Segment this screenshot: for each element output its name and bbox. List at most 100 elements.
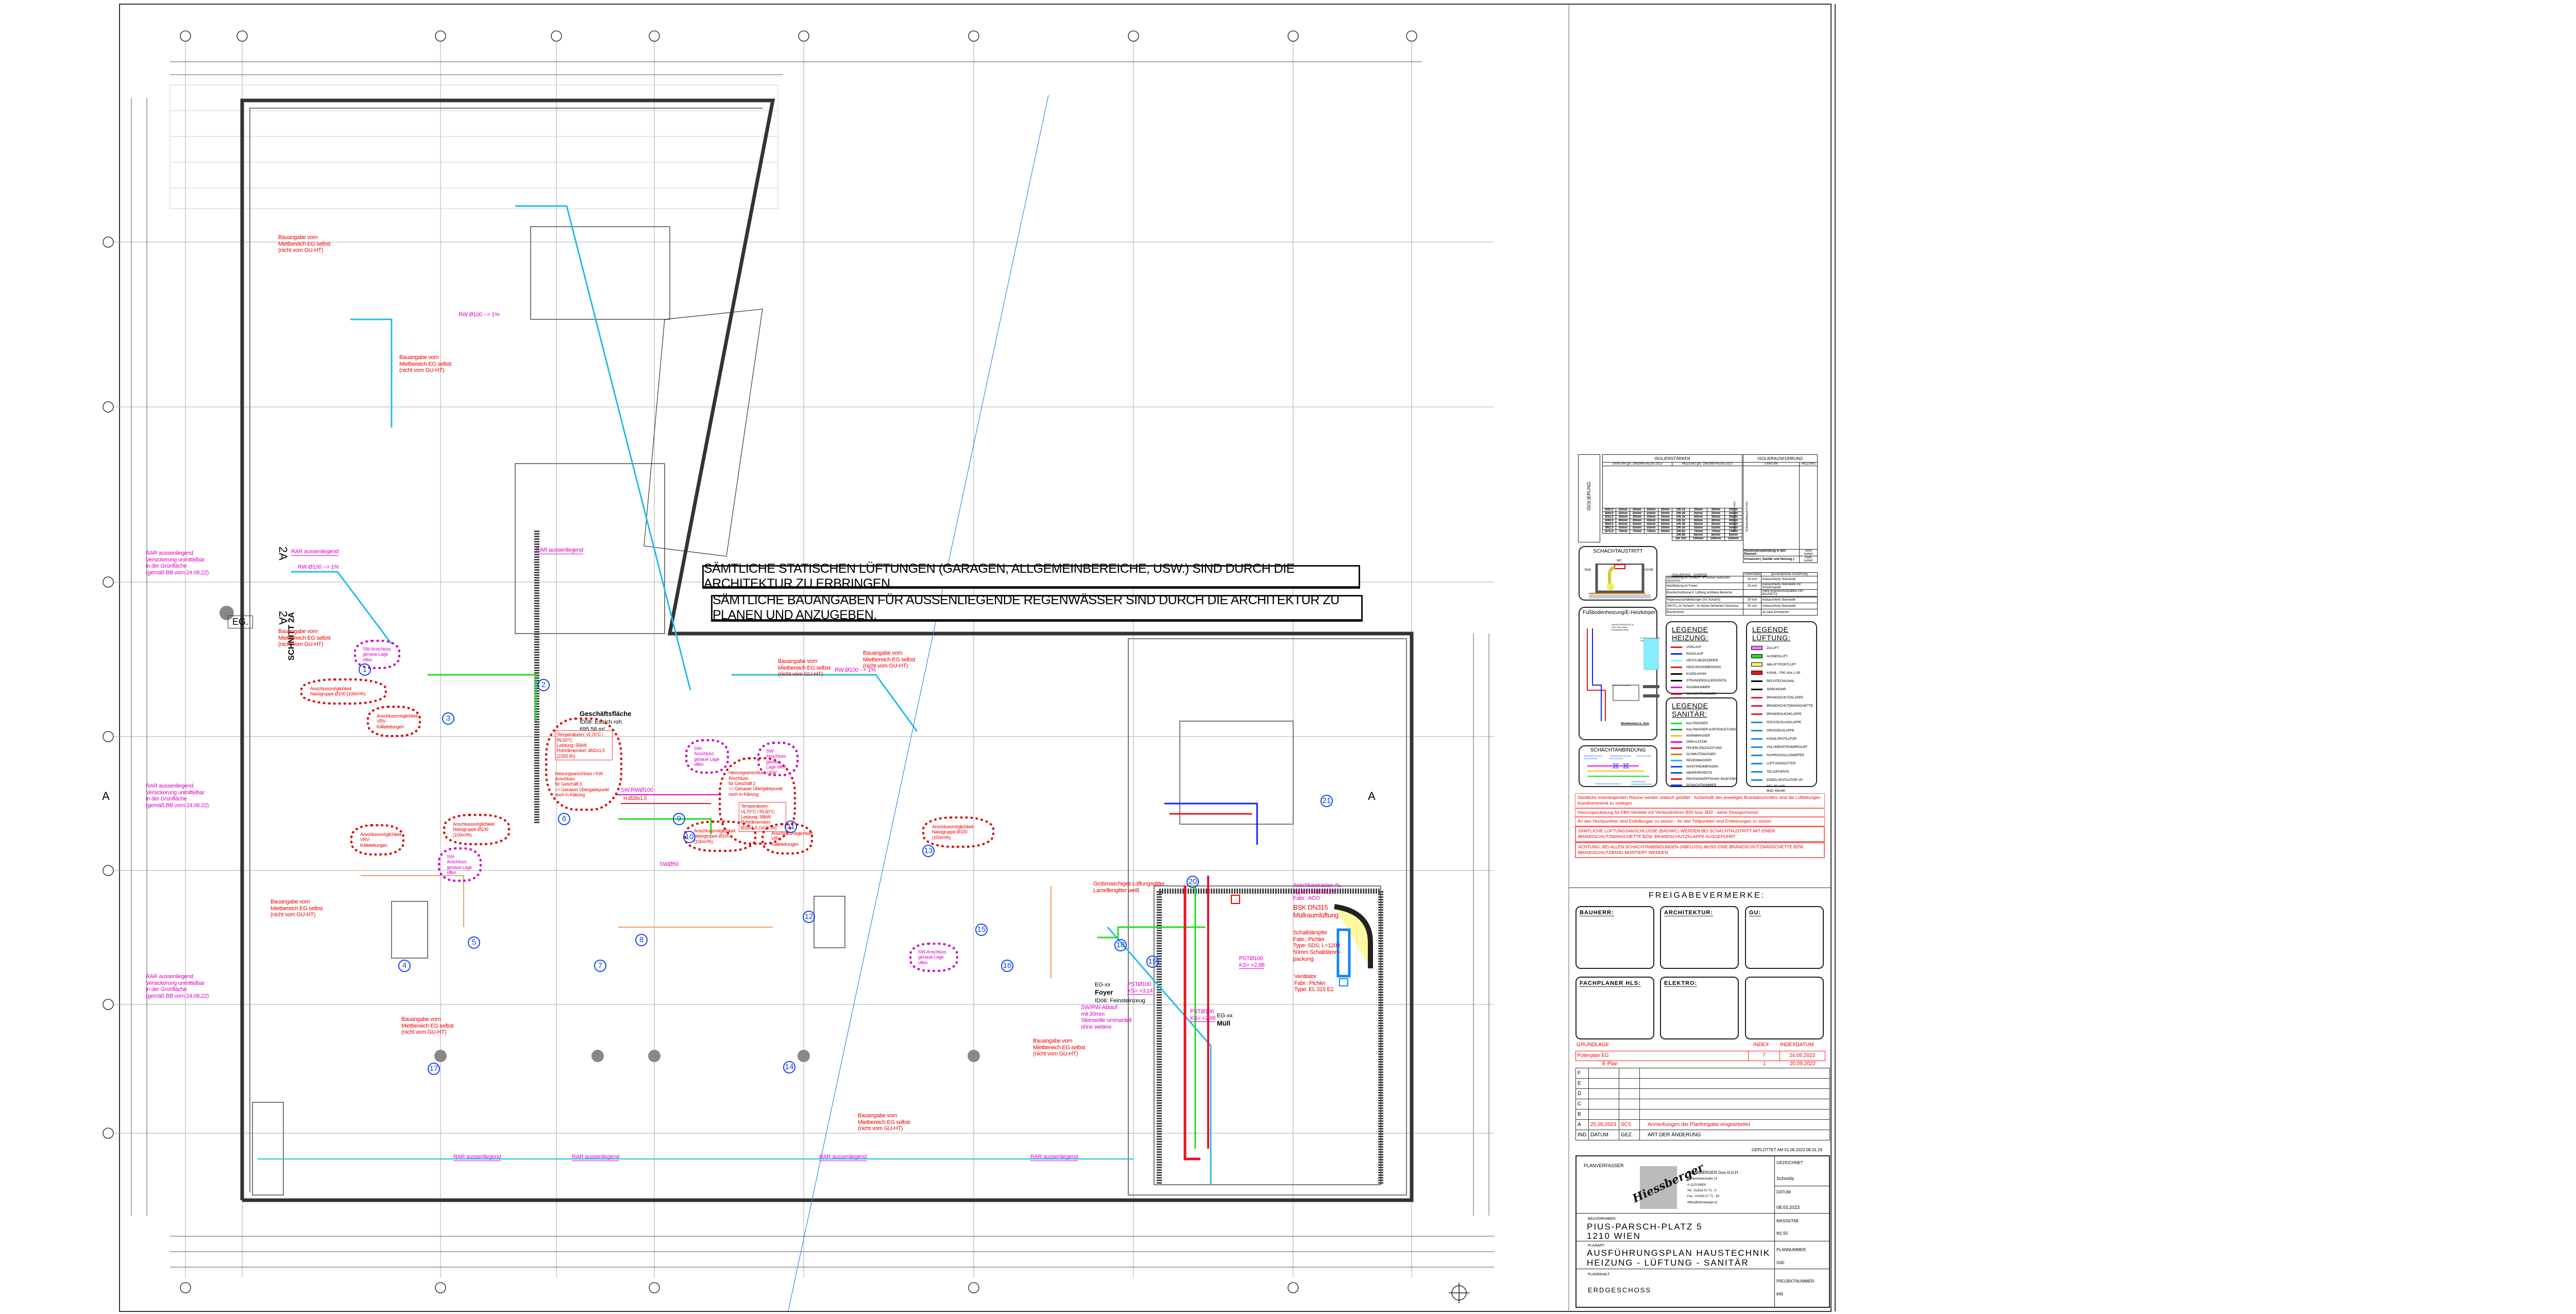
table-cell: Ø40,0	[1602, 519, 1616, 523]
grundlage-date: 20.09.2022	[1790, 1061, 1816, 1067]
legend-swatch-icon	[1671, 759, 1682, 761]
room-id: EG-xx	[1095, 982, 1111, 988]
legend-swatch-icon	[1671, 693, 1682, 695]
general-note: Sämtliche innenliegenden Räume werden st…	[1575, 793, 1825, 808]
schachtaustritt-detail: SCHACHTAUSTRITT WC BAD KÜCHE	[1579, 546, 1657, 601]
table-cell: 20mm	[1706, 508, 1725, 512]
legend-title: LEGENDE SANITÄR:	[1672, 702, 1708, 718]
shaft-number: 21	[1320, 795, 1333, 807]
revision-desc	[1639, 1078, 1830, 1089]
legend-item: ZULUFT	[1751, 644, 1816, 652]
label: ABSPERRUNG OHNE ENTLEERUNG	[1631, 780, 1652, 786]
legend-swatch-icon	[1671, 680, 1682, 681]
legend-label: RAUMNUMMER	[1686, 686, 1710, 689]
revision-desc	[1639, 1088, 1830, 1099]
shaft-number: 1	[359, 663, 371, 676]
col-group: HEIZUNG	[1799, 462, 1818, 466]
schachtanbindung-detail: SCHACHTANBINDUNG ABSPERRUNG MIT ENTLEERU…	[1579, 745, 1657, 787]
legend-label: RÜCKLAUF	[1686, 652, 1704, 656]
table-cell: DN 40	[1672, 522, 1690, 526]
legend-item: SPIROROHR	[1751, 685, 1816, 693]
company-tel: Tel.: 01/815 07 71 - 0	[1687, 1189, 1717, 1192]
freigabe-title: FREIGABEVERMERKE:	[1649, 891, 1766, 900]
general-note: Heizungszuleitung für FBH Verteiler mit …	[1575, 808, 1825, 817]
company-city: A-1120 WIEN	[1687, 1183, 1706, 1187]
table-cell: 25mm	[1615, 511, 1631, 516]
table-title: ISOLIERAUSFÜHRUNG	[1743, 454, 1818, 463]
armaturen-value: nicht isoliert	[1799, 556, 1818, 563]
note-bauangabe: Bauangabe vom Mietbereich EG selbst (nic…	[863, 650, 916, 670]
legend-swatch-icon	[1751, 762, 1762, 764]
legend-label: HEIZUNGSDIMENSION	[1686, 665, 1721, 669]
pipe-label-sw-rw: SW,RWØ100	[621, 787, 653, 793]
revision-gez	[1619, 1078, 1640, 1089]
legend-label: RECHTECKKANAL	[1767, 679, 1795, 683]
legend-label: SCHACHTNUMMER	[1686, 783, 1717, 787]
legend-item: TELLERVENTIL	[1751, 767, 1816, 776]
shaft-number: 19	[1146, 955, 1159, 968]
legend-swatch-icon	[1671, 728, 1682, 730]
legend-swatch-icon	[1671, 741, 1682, 743]
planart-label: PLANART	[1588, 1244, 1605, 1248]
approval-box-fachplaner: FACHPLANER HLS:	[1575, 977, 1654, 1039]
note-rar-long: RAR aussenliegend Versickerung unmittelb…	[146, 783, 209, 809]
note-sw-rw-ablauf: SW/RW-Ablauf mit 30mm Steinwolle ummante…	[1081, 1004, 1132, 1030]
table-cell: 30mm	[1630, 515, 1645, 519]
grundlage-index: 1	[1763, 1061, 1766, 1067]
table-cell: Alukaschierte Steinwolle mit Schutzmante…	[1761, 583, 1818, 590]
legend-item: VOLUMENSTROMREGLER	[1751, 743, 1816, 751]
note-rar-short: RAR aussenliegend	[572, 1154, 620, 1161]
legend-item: LÜFTUNGSGITTER	[1751, 759, 1816, 767]
annotation-sw-anschluss: SW-Anschluss genaue Lage offen	[685, 739, 729, 774]
note-lueftungsgitter: Grobmaschiges Lüftungsgitter Lamellengit…	[1093, 881, 1165, 894]
shaft-number: 16	[1001, 960, 1013, 972]
pipe-label-rw: RW Ø100 --> 1%	[298, 564, 339, 570]
table-cell	[1644, 534, 1658, 537]
legend-item: SCHMUTZWASSER	[1671, 751, 1736, 757]
legend-item: REVISIONSÖFFNUNG 30x30 EI90	[1671, 776, 1736, 782]
legend-item: SANITÄRDIMENSION	[1671, 763, 1736, 770]
table-cell	[1742, 609, 1762, 616]
annotation-sw-anschluss: SW-Anschluss genaue Lage offen	[354, 640, 400, 670]
table-cell: 30mm	[1657, 515, 1673, 519]
approval-box-bauherr: BAUHERR:	[1575, 906, 1654, 969]
legend-label: TELLERVENTIL	[1767, 770, 1790, 774]
legend-label: RÜCKSCHLAGKLAPPE	[1767, 720, 1802, 724]
legend-item: RÜCKSCHLAGKLAPPE	[1751, 718, 1816, 726]
armaturen-label: Armaturen ( Sanitär und Heizung ):	[1742, 556, 1800, 563]
col-header: IND.	[1575, 1130, 1589, 1140]
legend-label: SANITÄRDIMENSION	[1686, 764, 1718, 769]
company-email: office@hiessberger.at	[1687, 1201, 1718, 1204]
table-cell: DN 32	[1672, 519, 1690, 523]
revision-gez	[1619, 1088, 1640, 1099]
shaft-number: 18	[1114, 939, 1127, 951]
legend-item: BRANDRAUCHKLAPPE	[1751, 710, 1816, 718]
gezeichnet-label: GEZEICHNET	[1776, 1161, 1803, 1165]
shaft-number: 10	[683, 831, 696, 843]
annotation-vrv: Anschlussmöglichkeit VRV-Kälteleitungen	[367, 706, 421, 738]
legend-label: WARMWASSER	[1686, 733, 1710, 738]
revision-gez: SCS	[1619, 1119, 1640, 1130]
ventilation-duct	[1231, 895, 1373, 986]
legend-swatch-icon	[1751, 696, 1762, 698]
shaft-number: 5	[468, 936, 480, 949]
annotation-sw-anschluss: SW-Anschluss genaue Lage offen	[757, 742, 799, 777]
approval-box-elektro: ELEKTRO:	[1660, 977, 1739, 1039]
legend-swatch-icon	[1751, 654, 1762, 658]
legend-swatch-icon	[1751, 713, 1762, 715]
note-bauangabe: Bauangabe vom Mietbereich EG selbst (nic…	[399, 354, 452, 374]
table-cell: 55mm	[1615, 526, 1631, 530]
table-cell: Ø26,0	[1602, 511, 1616, 516]
table-cell: 40mm	[1615, 519, 1631, 523]
table-row: Abluftleitung im Schacht - im letzten be…	[1666, 576, 1818, 583]
table-cell: 70mm	[1630, 530, 1645, 534]
revision-ind: A	[1575, 1119, 1589, 1130]
revision-row: C	[1575, 1099, 1830, 1110]
legend-swatch-icon	[1751, 671, 1762, 675]
